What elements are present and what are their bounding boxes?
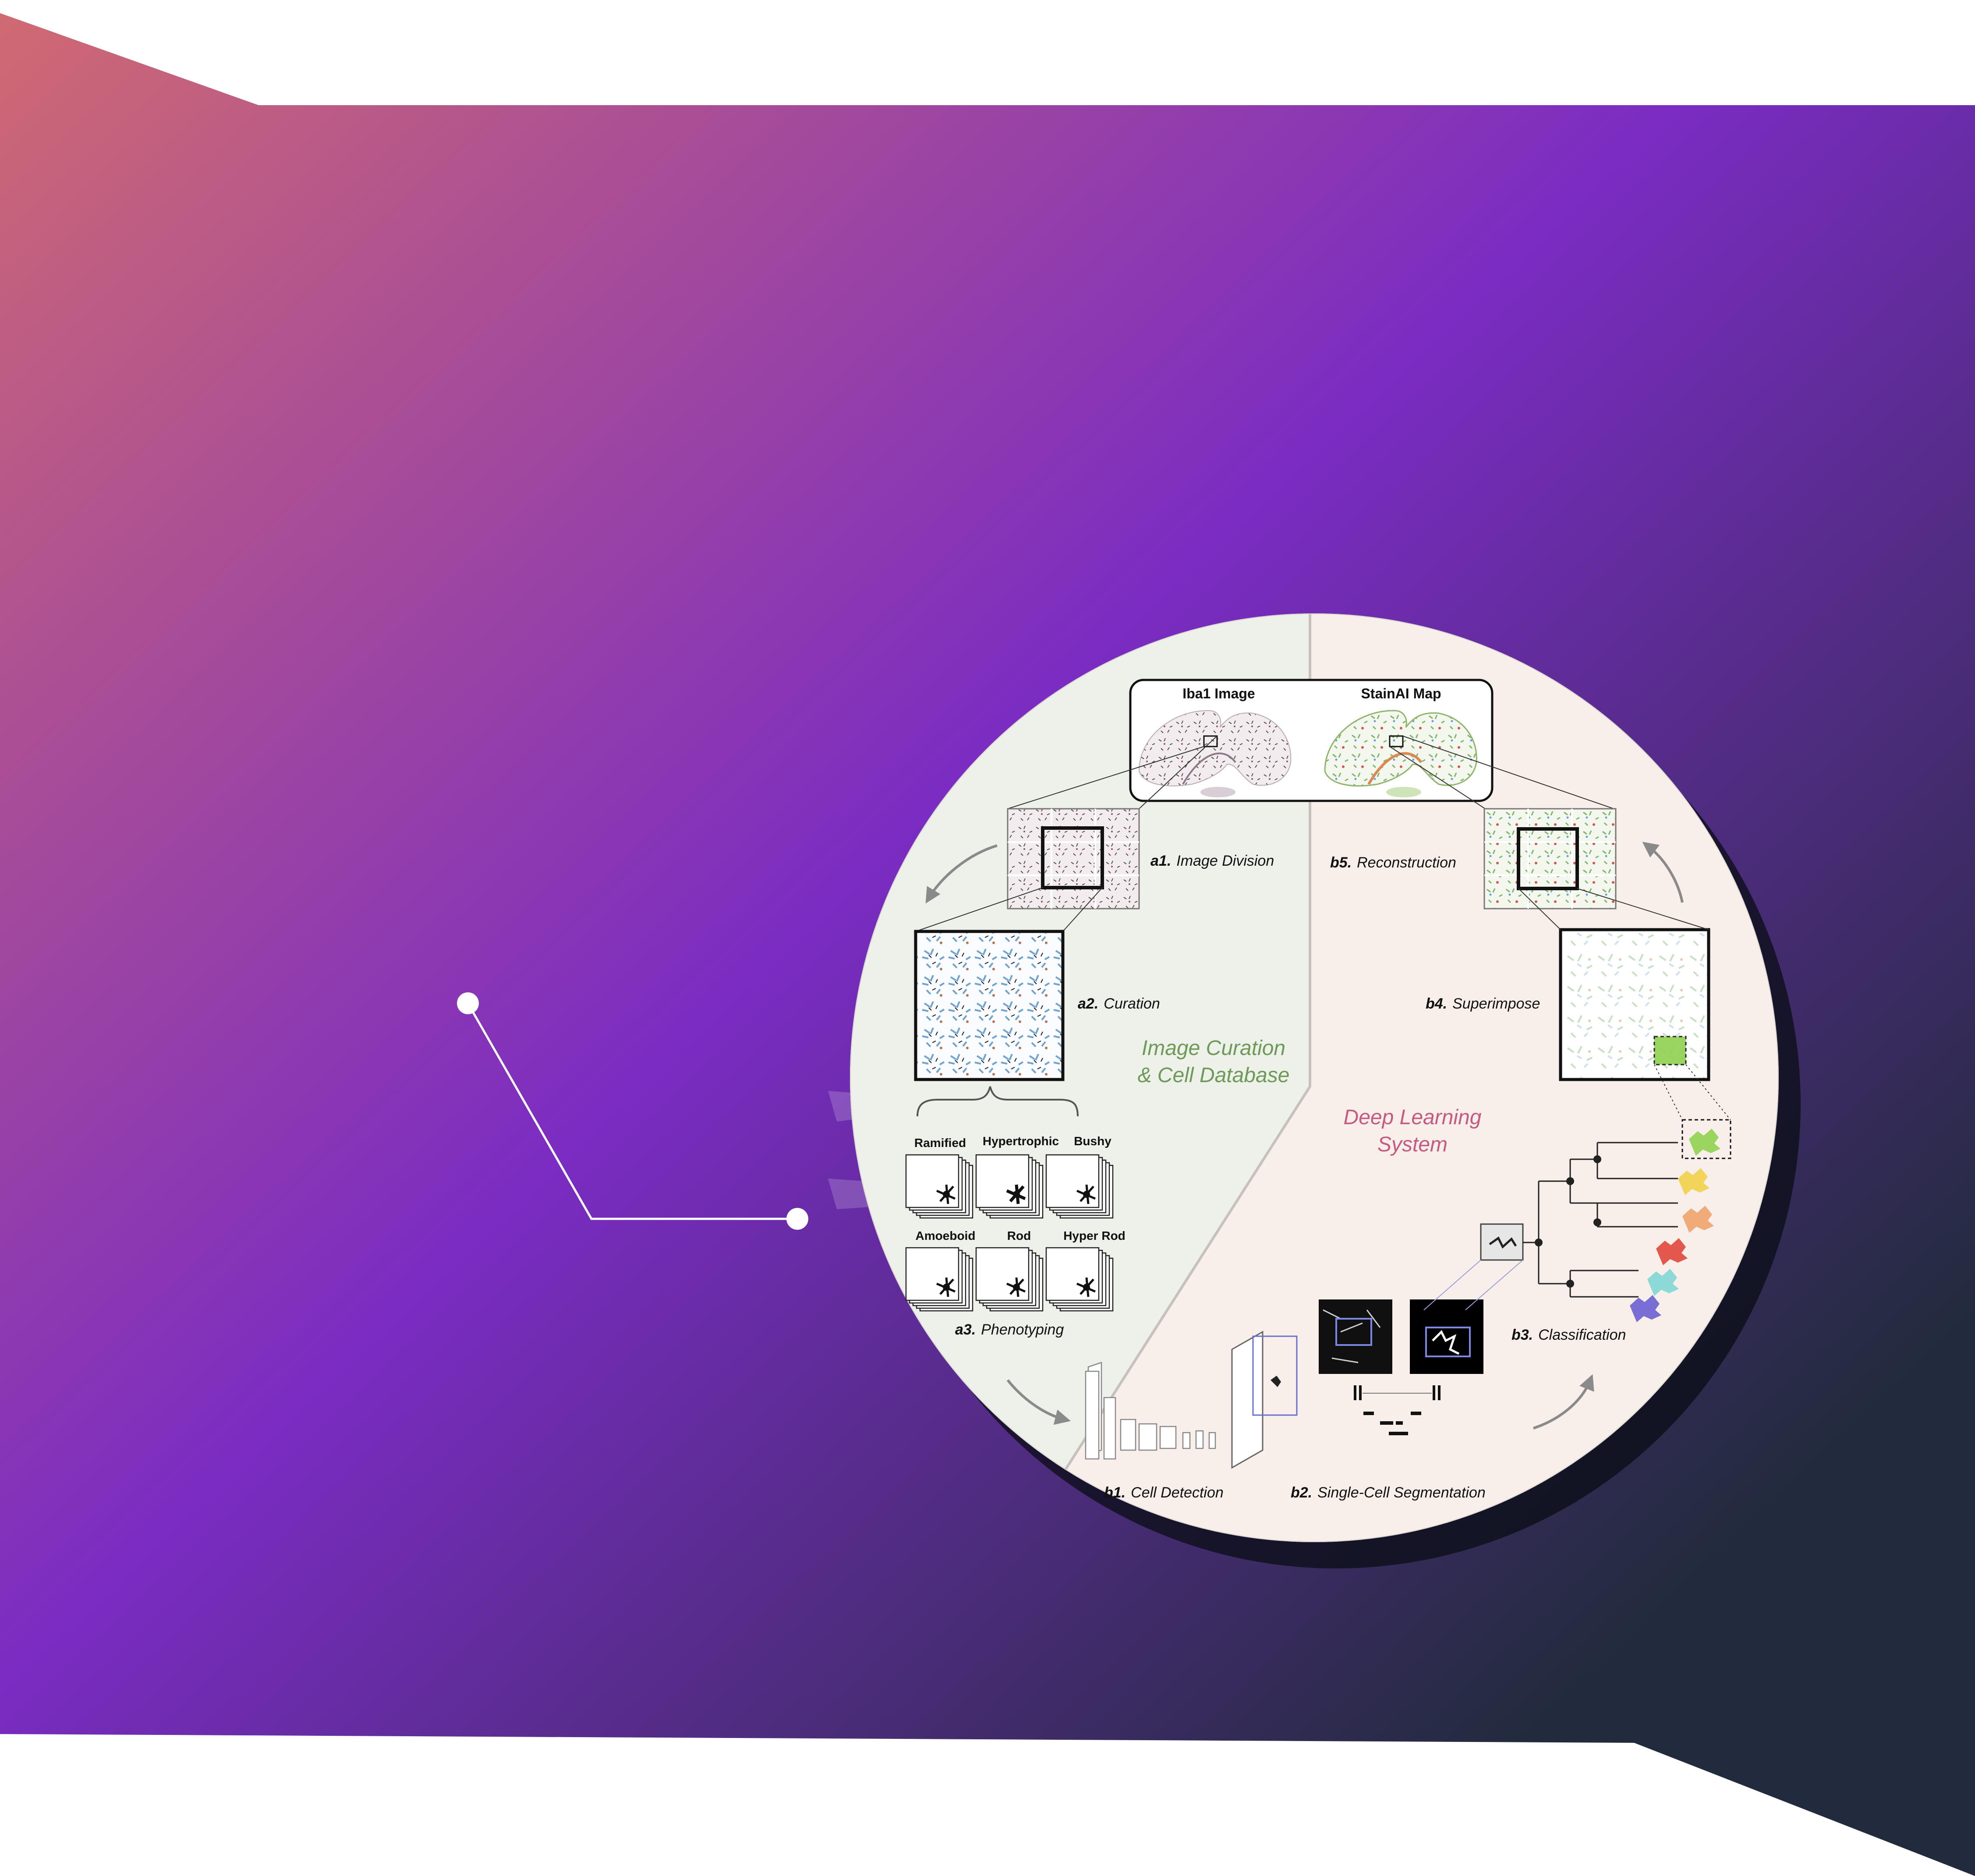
- arrow-a1-to-a2: [925, 844, 998, 904]
- cluster-glyph: [1682, 1206, 1714, 1233]
- phenotype-ramified: Ramified: [914, 1136, 966, 1150]
- phenotype-card-stack: [905, 1154, 973, 1219]
- curation-tile: [914, 930, 1065, 1081]
- classification-dendrogram: [1423, 1119, 1731, 1322]
- arrow-b2-to-b3: [1533, 1374, 1594, 1430]
- step-b3-label: b3.Classification: [1511, 1327, 1626, 1343]
- phenotype-card-stack: [1045, 1154, 1114, 1219]
- stainai-roi-box: [1389, 735, 1404, 747]
- step-a3-label: a3.Phenotyping: [955, 1321, 1064, 1338]
- phenotype-brace: [917, 1086, 1079, 1117]
- step-b1-label: b1.Cell Detection: [1104, 1484, 1224, 1501]
- cluster-glyph: [1656, 1238, 1688, 1265]
- phenotype-hypertrophic: Hypertrophic: [983, 1134, 1059, 1148]
- cluster-glyph: [1630, 1295, 1661, 1322]
- phenotype-card-stack: [975, 1247, 1044, 1312]
- phenotype-card-stack: [905, 1247, 973, 1312]
- step-b5-label: b5.Reconstruction: [1330, 854, 1456, 871]
- cluster-glyph: [1689, 1129, 1720, 1156]
- step-b4-label: b4.Superimpose: [1426, 995, 1540, 1012]
- heading-cell-database: & Cell Database: [1138, 1064, 1290, 1087]
- heading-image-curation: Image Curation: [1142, 1037, 1285, 1060]
- phenotype-card-stack: [975, 1154, 1044, 1219]
- step-b2-label: b2.Single-Cell Segmentation: [1291, 1484, 1486, 1501]
- cell-detection-network: [1085, 1362, 1216, 1460]
- image-division-tile: [1007, 808, 1140, 910]
- step-a1-label: a1.Image Division: [1150, 853, 1274, 869]
- phenotype-card-stack: [1045, 1247, 1114, 1312]
- stainai-brain-map: [1324, 710, 1477, 797]
- heading-deep-learning: Deep Learning: [1344, 1106, 1482, 1129]
- top-images-panel: Iba1 Image StainAI Map: [1007, 679, 1614, 809]
- connector-line: [467, 1002, 797, 1220]
- arrow-b4-to-b5: [1642, 842, 1684, 903]
- stainai-map-title: StainAI Map: [1361, 686, 1441, 701]
- phenotype-grid: Ramified Hypertrophic Bushy Amoeboid Rod…: [905, 1134, 1126, 1312]
- phenotype-bushy: Bushy: [1074, 1134, 1111, 1148]
- connector-dot-start: [457, 992, 479, 1014]
- step-a2-label: a2.Curation: [1078, 995, 1160, 1012]
- reconstruction-tile: [1483, 808, 1617, 910]
- superimpose-highlight-box: [1653, 1036, 1687, 1065]
- cluster-glyph: [1678, 1168, 1710, 1195]
- iba1-brain-section: [1138, 710, 1292, 797]
- heading-system: System: [1377, 1133, 1448, 1156]
- iba1-roi-box: [1203, 735, 1218, 747]
- cluster-glyph: [1647, 1269, 1679, 1296]
- phenotype-hyper-rod: Hyper Rod: [1063, 1229, 1126, 1242]
- phenotype-rod: Rod: [1007, 1229, 1031, 1242]
- arrow-a3-to-b1: [1006, 1379, 1071, 1425]
- iba1-image-title: Iba1 Image: [1182, 686, 1255, 701]
- phenotype-amoeboid: Amoeboid: [916, 1229, 976, 1242]
- segmentation-panel: [1231, 1299, 1483, 1469]
- connector-dot-end: [786, 1208, 808, 1230]
